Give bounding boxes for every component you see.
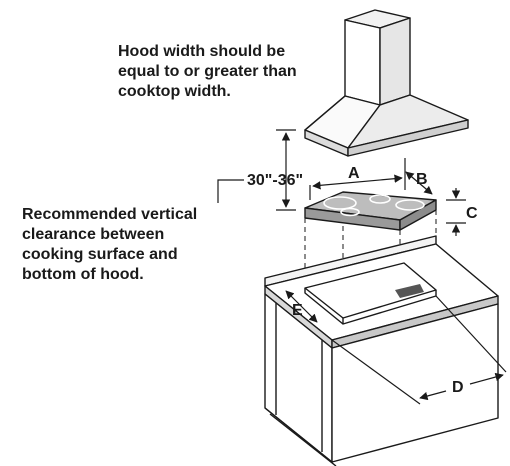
- dimension-e-label: E: [292, 302, 303, 319]
- hood-note-line-1: Hood width should be: [118, 43, 286, 60]
- clearance-note-line-3: cooking surface and: [22, 246, 178, 263]
- dimension-a-label: A: [348, 165, 360, 182]
- burner-rear-left: [323, 196, 357, 210]
- clearance-note-line-4: bottom of hood.: [22, 266, 144, 283]
- clearance-dimension: [217, 129, 296, 211]
- cabinet-side: [331, 303, 499, 463]
- dimension-b: [405, 171, 433, 195]
- dimension-c-label: C: [466, 205, 478, 222]
- hood-skirt-side: [347, 119, 469, 157]
- hood-note-line-3: cooktop width.: [118, 83, 231, 100]
- dimension-d: [331, 295, 507, 405]
- clearance-note-line-1: Recommended vertical: [22, 206, 198, 223]
- dimension-b-label: B: [416, 171, 428, 188]
- dimension-e: [285, 290, 318, 323]
- dimension-a: [309, 158, 406, 200]
- burner-right: [395, 199, 425, 211]
- clearance-note-line-2: clearance between: [22, 226, 165, 243]
- range-hood: [304, 9, 469, 157]
- clearance-range-label: 30"-36": [247, 172, 303, 189]
- hood-note-line-2: equal to or greater than: [118, 63, 297, 80]
- chimney-side: [379, 17, 411, 106]
- chimney-front: [344, 19, 381, 106]
- cabinet: [264, 235, 499, 466]
- dimension-c: [446, 188, 466, 236]
- burner-rear-center: [369, 194, 391, 204]
- dimension-d-label: D: [452, 379, 464, 396]
- clearance-note: Recommended vertical clearance between c…: [22, 205, 197, 285]
- cooktop: [304, 191, 437, 231]
- hood-width-note: Hood width should be equal to or greater…: [118, 42, 297, 102]
- burner-front-left: [340, 207, 360, 217]
